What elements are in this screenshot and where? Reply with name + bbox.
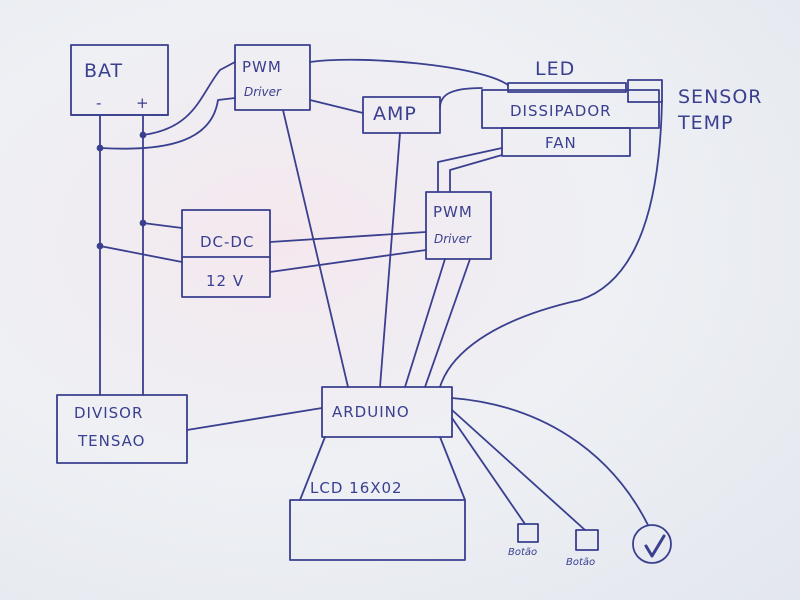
botao-2-label: Botão bbox=[566, 557, 596, 568]
wire-pwm2-arduino-b bbox=[424, 258, 471, 388]
botao-1-box bbox=[517, 523, 539, 543]
sensor-temp-label-2: TEMP bbox=[678, 112, 734, 134]
bat-positive-label: + bbox=[136, 94, 150, 112]
wire-arduino-potentiometer bbox=[451, 397, 649, 526]
arduino-label: ARDUINO bbox=[332, 403, 410, 421]
wire-pwm2-fan-b bbox=[449, 154, 503, 193]
wire-amp-arduino bbox=[379, 132, 401, 388]
divisor-tensao-label-2: TENSAO bbox=[78, 432, 146, 450]
wire-bat-dcdc-neg bbox=[99, 245, 183, 263]
pwm-driver-2-label: PWM bbox=[433, 203, 473, 221]
arduino-box bbox=[321, 386, 453, 438]
dc-dc-sub: 12 V bbox=[206, 272, 245, 290]
wire-bat-pwm1-b bbox=[99, 97, 236, 150]
wire-arduino-lcd-a bbox=[299, 436, 326, 501]
wire-divisor-arduino bbox=[186, 407, 323, 431]
pwm-driver-2-box bbox=[425, 191, 492, 260]
wire-sensor-arduino bbox=[439, 99, 663, 388]
wire-bat-dcdc-pos bbox=[142, 222, 183, 229]
dc-dc-label: DC-DC bbox=[200, 233, 255, 251]
led-label: LED bbox=[535, 58, 576, 80]
pwm-driver-1-label: PWM bbox=[242, 58, 282, 76]
wire-dcdc-pwm2-a bbox=[269, 231, 427, 243]
wire-pwm1-led bbox=[309, 58, 509, 86]
wire-arduino-botao-2 bbox=[451, 409, 586, 531]
wire-pwm1-arduino bbox=[282, 109, 349, 388]
wire-pwm2-arduino-a bbox=[404, 258, 446, 388]
wire-arduino-botao-1 bbox=[451, 417, 526, 525]
botao-1-label: Botão bbox=[508, 547, 538, 558]
bat-label: BAT bbox=[84, 60, 124, 82]
pwm-driver-1-sub: Driver bbox=[244, 85, 281, 99]
potentiometer-circle bbox=[632, 524, 672, 564]
wire-arduino-lcd-b bbox=[439, 436, 466, 501]
bat-negative-label: - bbox=[96, 94, 103, 112]
sensor-temp-label-1: SENSOR bbox=[678, 86, 763, 108]
divisor-tensao-label-1: DIVISOR bbox=[74, 404, 144, 422]
amp-box bbox=[362, 96, 441, 134]
amp-label: AMP bbox=[373, 103, 417, 125]
fan-box bbox=[501, 127, 631, 157]
lcd-label: LCD 16X02 bbox=[310, 479, 403, 497]
potentiometer-knob bbox=[644, 534, 666, 558]
botao-2-box bbox=[575, 529, 599, 551]
pwm-driver-2-sub: Driver bbox=[434, 232, 471, 246]
wire-bat-pwm1-a bbox=[142, 61, 236, 136]
pwm-driver-1-box bbox=[234, 44, 311, 111]
lcd-box bbox=[289, 499, 466, 561]
wire-amp-dissipador bbox=[439, 87, 483, 109]
divisor-tensao-box bbox=[56, 394, 188, 464]
wire-pwm2-fan-a bbox=[437, 147, 503, 193]
wire-pwm1-amp bbox=[309, 99, 364, 114]
dc-dc-box bbox=[181, 209, 271, 298]
wire-dcdc-pwm2-b bbox=[269, 249, 427, 273]
fan-label: FAN bbox=[545, 134, 577, 152]
led-box bbox=[507, 82, 627, 93]
sensor-temp-box bbox=[627, 79, 663, 103]
dissipador-label: DISSIPADOR bbox=[510, 102, 612, 120]
